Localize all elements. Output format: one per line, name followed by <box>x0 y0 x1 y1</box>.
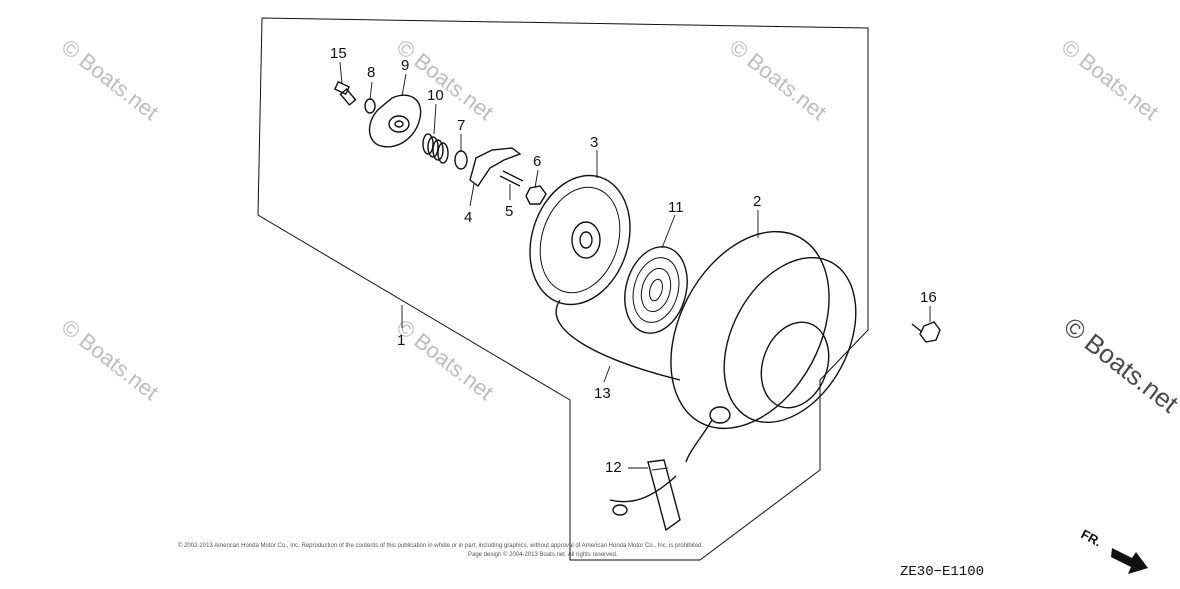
watermark-text: © Boats.net <box>57 314 163 405</box>
part-grip-12 <box>612 459 681 532</box>
callout-label: 10 <box>427 87 444 104</box>
callout-label: 8 <box>367 64 375 81</box>
callout-label: 4 <box>464 209 472 226</box>
part-pulley-3 <box>529 174 631 306</box>
callout-label: 6 <box>533 153 541 170</box>
watermark-text: © Boats.net <box>725 34 831 125</box>
direction-label: FR. <box>1079 526 1105 549</box>
callout-label: 12 <box>605 459 622 476</box>
callout-label: 7 <box>457 117 465 134</box>
arrow-right-icon <box>1111 548 1148 574</box>
part-washer-8 <box>364 98 376 114</box>
callout-label: 1 <box>397 332 405 349</box>
copyright-line-1: © 2002-2013 American Honda Motor Co., In… <box>178 542 703 549</box>
assembly-outline <box>257 17 869 561</box>
front-direction-indicator: FR. <box>1079 526 1148 574</box>
part-nut-6 <box>525 185 547 205</box>
watermark-text: © Boats.net <box>392 34 498 125</box>
callout-label: 15 <box>330 45 347 62</box>
diagram-code: ZE30−E1100 <box>900 564 984 580</box>
part-spring-10 <box>422 133 449 164</box>
watermark-text: © Boats.net <box>392 314 498 405</box>
copyright-line-2: Page design © 2004-2013 Boats.net. All r… <box>468 551 618 558</box>
leader-lines <box>339 61 931 469</box>
part-pawl-4 <box>469 147 522 188</box>
callout-label: 16 <box>920 289 937 306</box>
watermark-text-large: © Boats.net <box>1058 311 1180 419</box>
callout-labels: 15 8 9 10 7 6 3 4 5 11 2 16 1 13 12 <box>330 45 937 476</box>
watermark-text: © Boats.net <box>1057 34 1163 125</box>
part-pin-5 <box>499 170 524 187</box>
callout-label: 2 <box>753 193 761 210</box>
part-starter-case-2 <box>670 230 857 430</box>
callout-label: 9 <box>401 57 409 74</box>
part-spiral-spring-11 <box>624 246 688 334</box>
part-plate-9 <box>368 94 422 148</box>
part-bolt-16 <box>911 321 941 343</box>
part-rope-13 <box>555 299 713 503</box>
callout-label: 11 <box>668 199 684 216</box>
callout-label: 3 <box>590 134 598 151</box>
callout-label: 13 <box>594 385 611 402</box>
part-washer-7 <box>454 150 468 170</box>
callout-label: 5 <box>505 203 513 220</box>
part-bolt-15 <box>333 80 357 106</box>
watermark-text: © Boats.net <box>57 34 163 125</box>
